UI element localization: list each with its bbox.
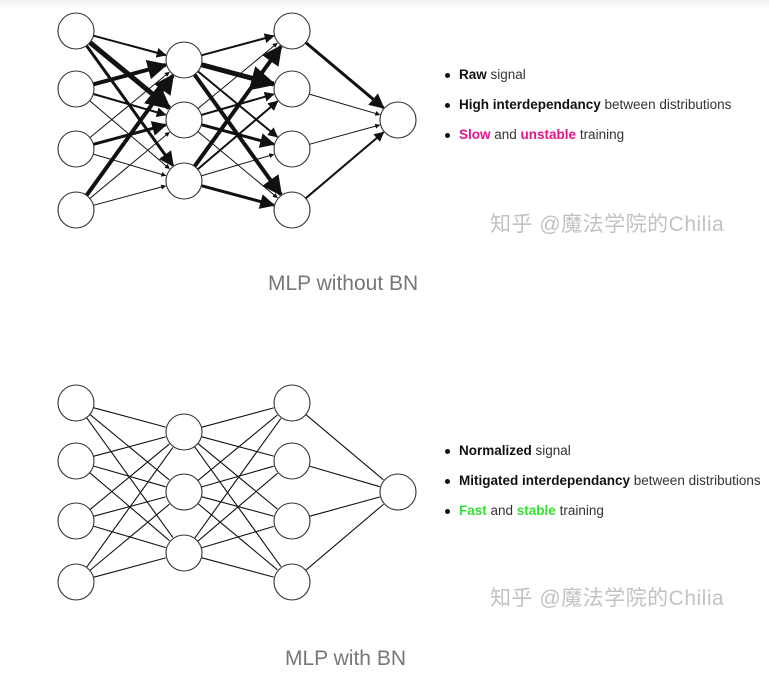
network-edge bbox=[201, 407, 274, 428]
network-node bbox=[57, 70, 95, 108]
network-edge bbox=[201, 525, 274, 549]
network-node bbox=[57, 442, 95, 480]
network-edge bbox=[192, 44, 283, 168]
network-node bbox=[273, 563, 311, 601]
bullet-text: and bbox=[490, 127, 521, 142]
network-node bbox=[165, 473, 203, 511]
bullet-item: Fast and stable training bbox=[445, 502, 761, 519]
bullet-text: and bbox=[486, 503, 517, 518]
network-edge bbox=[93, 34, 167, 58]
bullet-text: High interdependancy bbox=[459, 97, 601, 112]
network-edge bbox=[85, 44, 175, 167]
network-edge bbox=[309, 93, 381, 116]
network-node bbox=[165, 101, 203, 139]
network-edge bbox=[197, 100, 279, 171]
network-edge bbox=[92, 59, 168, 87]
network-edge bbox=[201, 184, 276, 209]
caption-with-bn: MLP with BN bbox=[285, 647, 406, 670]
network-edge bbox=[84, 73, 175, 197]
network-edge bbox=[93, 496, 166, 517]
bullet-text: signal bbox=[531, 443, 571, 458]
network-node bbox=[57, 502, 95, 540]
network-node bbox=[57, 563, 95, 601]
bullet-text: Raw bbox=[459, 67, 487, 82]
network-edge bbox=[305, 131, 385, 200]
network-edge bbox=[201, 33, 275, 57]
network-edge bbox=[304, 41, 385, 109]
network-node bbox=[57, 12, 95, 50]
network-edge bbox=[93, 436, 166, 457]
network-node bbox=[379, 101, 417, 139]
network-edge bbox=[201, 436, 274, 457]
bullet-item: Normalized signal bbox=[445, 442, 761, 459]
network-edge bbox=[93, 407, 166, 428]
network-node bbox=[165, 162, 203, 200]
network-node bbox=[57, 384, 95, 422]
network-diagram-without-bn bbox=[57, 12, 417, 229]
network-node bbox=[165, 534, 203, 572]
bullet-text: training bbox=[576, 127, 625, 142]
network-edge bbox=[309, 123, 381, 145]
network-node bbox=[273, 384, 311, 422]
network-edge bbox=[305, 503, 384, 571]
network-edge bbox=[86, 417, 174, 538]
network-edge bbox=[89, 131, 170, 199]
bullet-item: Mitigated interdependancy between distri… bbox=[445, 472, 761, 489]
network-node bbox=[273, 502, 311, 540]
bullet-item: Raw signal bbox=[445, 66, 731, 83]
bullet-text: between distributions bbox=[600, 97, 732, 112]
network-edge bbox=[309, 465, 380, 488]
network-node bbox=[165, 413, 203, 451]
bullet-text: stable bbox=[516, 503, 556, 518]
bullet-text: between distributions bbox=[630, 473, 761, 488]
network-edge bbox=[194, 418, 282, 539]
network-edge bbox=[89, 503, 170, 571]
network-edge bbox=[309, 496, 380, 517]
watermark: 知乎 @魔法学院的Chilia bbox=[490, 587, 725, 610]
network-edge bbox=[201, 496, 274, 517]
bullet-text: Slow bbox=[459, 127, 491, 142]
network-edge bbox=[93, 557, 166, 578]
bullet-text: Mitigated interdependancy bbox=[459, 473, 631, 488]
network-edge bbox=[201, 153, 275, 177]
network-node bbox=[379, 473, 417, 511]
bullet-text: training bbox=[555, 503, 604, 518]
network-node bbox=[57, 191, 95, 229]
network-edge bbox=[86, 447, 174, 568]
caption-without-bn: MLP without BN bbox=[268, 272, 419, 295]
network-edge bbox=[89, 443, 170, 511]
network-edge bbox=[201, 557, 274, 578]
network-node bbox=[273, 70, 311, 108]
network-edge bbox=[197, 414, 278, 482]
bullet-item: Slow and unstable training bbox=[445, 126, 731, 143]
watermark: 知乎 @魔法学院的Chilia bbox=[490, 213, 725, 236]
network-node bbox=[273, 191, 311, 229]
network-node bbox=[57, 130, 95, 168]
network-edge bbox=[201, 465, 274, 488]
network-edge bbox=[197, 472, 278, 542]
bullet-text: signal bbox=[486, 67, 526, 82]
network-diagram-with-bn bbox=[57, 384, 417, 601]
bullet-text: Fast bbox=[459, 503, 487, 518]
top-shade bbox=[0, 0, 769, 10]
bullet-text: Normalized bbox=[459, 443, 532, 458]
network-node bbox=[165, 41, 203, 79]
network-edge bbox=[200, 62, 277, 91]
bullet-item: High interdependancy between distributio… bbox=[445, 96, 731, 113]
network-node bbox=[273, 442, 311, 480]
network-edge bbox=[93, 184, 167, 206]
bullet-text: unstable bbox=[520, 127, 577, 142]
network-node bbox=[273, 12, 311, 50]
network-edge bbox=[305, 414, 384, 481]
network-node bbox=[273, 130, 311, 168]
